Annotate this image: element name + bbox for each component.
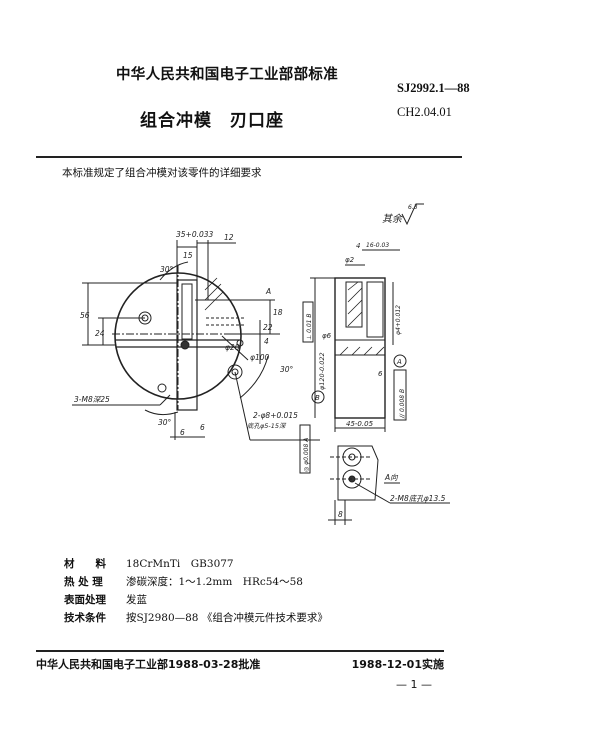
header-divider	[36, 156, 462, 158]
view-a	[328, 445, 450, 525]
dim-12: 12	[224, 233, 234, 242]
issuing-organization: 中华人民共和国电子工业部部标准	[116, 67, 338, 83]
dim-22: 22	[263, 323, 273, 332]
spec-surface-treatment: 表面处理 发蓝	[64, 592, 147, 607]
dim-4: 4	[264, 337, 269, 346]
dim-4-side: 4	[356, 242, 360, 250]
dim-35: 35+0.033	[176, 230, 214, 239]
side-section-view	[299, 249, 407, 474]
approval-date: 中华人民共和国电子工业部1988-03-28批准	[36, 658, 261, 671]
dim-phi120: φ120-0.022	[318, 352, 326, 390]
roughness-value: 6.3	[408, 204, 418, 211]
dim-phi100: φ100	[250, 353, 269, 362]
dim-15: 15	[183, 251, 193, 260]
dim-16: 16-0.03	[366, 242, 389, 249]
dim-6-right: 6	[200, 423, 205, 432]
dim-phi6: φ6	[322, 332, 332, 340]
pin-holes-depth: 底孔φ5-15深	[247, 422, 287, 430]
spec-value: 18CrMnTi GB3077	[126, 558, 234, 570]
view-a-label: A向	[384, 473, 399, 482]
view-a-holes-note: 2-M8底孔φ13.5	[390, 494, 446, 503]
spec-value: 发蓝	[126, 594, 147, 606]
spec-value: 渗碳深度：1～1.2mm HRc54～58	[126, 576, 303, 588]
classification-code: CH2.04.01	[397, 105, 452, 119]
implementation-date: 1988-12-01实施	[351, 658, 444, 671]
intro-text: 本标准规定了组合冲模对该零件的详细要求	[62, 167, 262, 179]
spec-technical-conditions: 技术条件 按SJ2980—88 《组合冲模元件技术要求》	[64, 610, 328, 625]
footer-divider	[36, 650, 444, 652]
angle-30-top: 30°	[160, 265, 174, 274]
thread-holes-note: 3-M8深25	[74, 395, 110, 404]
spec-label: 材 料	[64, 558, 106, 570]
spec-material: 材 料 18CrMnTi GB3077	[64, 556, 234, 571]
datum-a: A	[396, 358, 402, 366]
page-number: — 1 —	[396, 678, 432, 691]
front-view	[72, 240, 320, 441]
pin-holes-note: 2-φ8+0.015	[253, 411, 298, 420]
roughness-note: 其余	[382, 213, 404, 225]
dim-18: 18	[273, 308, 283, 317]
dim-phi4: φ4+0.012	[395, 305, 402, 335]
spec-value: 按SJ2980—88 《组合冲模元件技术要求》	[126, 612, 328, 624]
dim-45: 45-0.05	[346, 420, 374, 428]
standard-number: SJ2992.1—88	[397, 81, 470, 95]
dim-6-side: 6	[378, 370, 383, 378]
roughness-symbol: 其余 6.3	[382, 203, 424, 226]
dim-24: 24	[95, 329, 105, 338]
dim-8: 8	[338, 510, 343, 519]
spec-label: 热 处 理	[64, 576, 103, 588]
tolerance-concentricity: ◎ φ0.008 A	[303, 438, 310, 472]
dim-56: 56	[80, 311, 90, 320]
tolerance-parallelism: // 0.008 B	[399, 389, 406, 419]
tolerance-perpendicularity: ⊥ 0.01 B	[306, 313, 313, 340]
dim-6-left: 6	[180, 428, 185, 437]
section-arrow-a: A	[265, 287, 271, 296]
angle-30-right: 30°	[280, 365, 294, 374]
datum-b: B	[315, 394, 320, 402]
spec-heat-treatment: 热 处 理 渗碳深度：1～1.2mm HRc54～58	[64, 574, 303, 589]
document-title: 组合冲模 刃口座	[140, 111, 284, 131]
angle-30-bottom: 30°	[158, 418, 172, 427]
dim-phi2: φ2	[345, 256, 355, 264]
spec-label: 技术条件	[64, 612, 106, 624]
dim-phi20: φ20	[225, 343, 240, 352]
spec-label: 表面处理	[64, 594, 106, 606]
